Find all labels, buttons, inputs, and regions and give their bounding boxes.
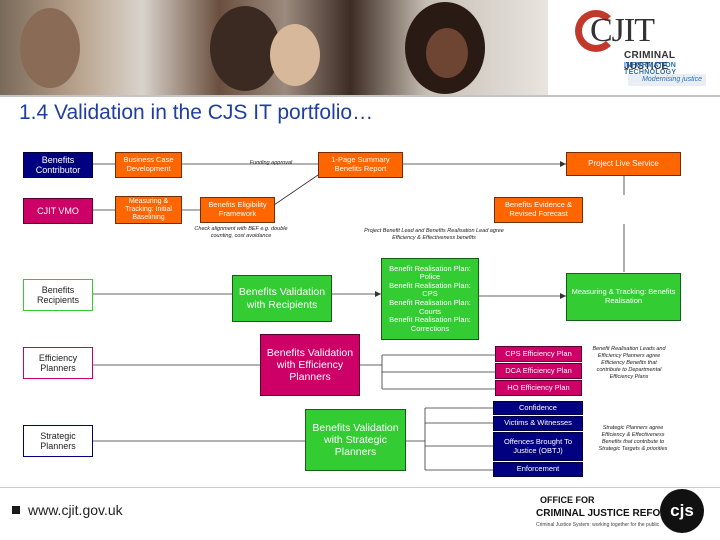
evidence-forecast-box: Benefits Evidence & Revised Forecast (494, 197, 583, 223)
efficiency-agree-note: Benefit Realisation Leads and Efficiency… (592, 346, 666, 380)
realisation-plan-cps: Benefit Realisation Plan: CPS (389, 280, 471, 299)
measuring-initial-box: Measuring & Tracking: Initial Baselining (115, 196, 182, 224)
eligibility-framework-box: Benefits Eligibility Framework (200, 197, 275, 223)
cps-efficiency-plan: CPS Efficiency Plan (495, 346, 582, 362)
ocjr-line1: OFFICE FOR (540, 495, 595, 505)
cjit-logo-line1: CRIMINAL JUSTICE (624, 50, 676, 72)
page-title: 1.4 Validation in the CJS IT portfolio… (19, 101, 374, 124)
photo-person-2 (210, 6, 280, 91)
header-divider (0, 95, 720, 97)
realisation-plan-courts: Benefit Realisation Plan: Courts (389, 298, 471, 316)
footer-bullet-icon (12, 506, 20, 514)
validation-efficiency-box: Benefits Validation with Efficiency Plan… (260, 334, 360, 396)
photo-person-1 (20, 8, 80, 88)
check-alignment-note: Check alignment with BEF e.g. double cou… (194, 226, 288, 239)
arrowhead-realisation (560, 293, 566, 299)
realisation-plan-corrections: Benefit Realisation Plan: Corrections (389, 315, 471, 333)
summary-report-box: 1-Page Summary Benefits Report (318, 152, 403, 178)
row-benefits-recipients: Benefits Recipients (23, 279, 93, 311)
photo-person-4-face (426, 28, 468, 78)
funding-approval-note: Funding approval (249, 160, 293, 166)
business-case-box: Business Case Development (115, 152, 182, 178)
row-cjit-vmo: CJIT VMO (23, 198, 93, 224)
arrowhead-plans (375, 291, 381, 297)
measuring-realisation-box: Measuring & Tracking: Benefits Realisati… (566, 273, 681, 321)
cjit-logo-line2: INFORMATION TECHNOLOGY (624, 62, 677, 76)
header-photo-banner (0, 0, 548, 95)
row-benefits-contributor: Benefits Contributor (23, 152, 93, 178)
target-obtj: Offences Brought To Justice (OBTJ) (493, 432, 583, 461)
row-efficiency-planners: Efficiency Planners (23, 347, 93, 379)
footer-url-link[interactable]: www.cjit.gov.uk (28, 502, 123, 518)
agree-benefits-note: Project Benefit Lead and Benefits Realis… (364, 228, 504, 241)
arrowhead-live (560, 161, 566, 167)
target-confidence: Confidence (493, 401, 583, 415)
row-strategic-planners: Strategic Planners (23, 425, 93, 457)
cjs-logo-icon: cjs (660, 489, 704, 533)
project-live-box: Project Live Service (566, 152, 681, 176)
validation-strategic-box: Benefits Validation with Strategic Plann… (305, 409, 406, 471)
connector-eligibility-summary (273, 174, 319, 206)
ocjr-line2: CRIMINAL JUSTICE REFORM (536, 508, 676, 519)
cjit-logo-ring-icon (575, 10, 617, 52)
realisation-plan-police: Benefit Realisation Plan: Police (389, 263, 471, 282)
dca-efficiency-plan: DCA Efficiency Plan (495, 363, 582, 379)
cjit-logo-tagline: Modernising justice (628, 74, 706, 86)
realisation-plans-box: Benefit Realisation Plan: Police Benefit… (381, 258, 479, 340)
photo-person-3 (270, 24, 320, 86)
cjit-logo-letters: CJIT (590, 12, 655, 49)
strategic-agree-note: Strategic Planners agree Efficiency & Ef… (598, 425, 668, 452)
ocjr-tagline: Criminal Justice System: working togethe… (536, 522, 660, 528)
footer-divider (0, 487, 720, 488)
target-victims-witnesses: Victims & Witnesses (493, 416, 583, 431)
validation-recipients-box: Benefits Validation with Recipients (232, 275, 332, 322)
target-enforcement: Enforcement (493, 462, 583, 477)
ho-efficiency-plan: HO Efficiency Plan (495, 380, 582, 396)
